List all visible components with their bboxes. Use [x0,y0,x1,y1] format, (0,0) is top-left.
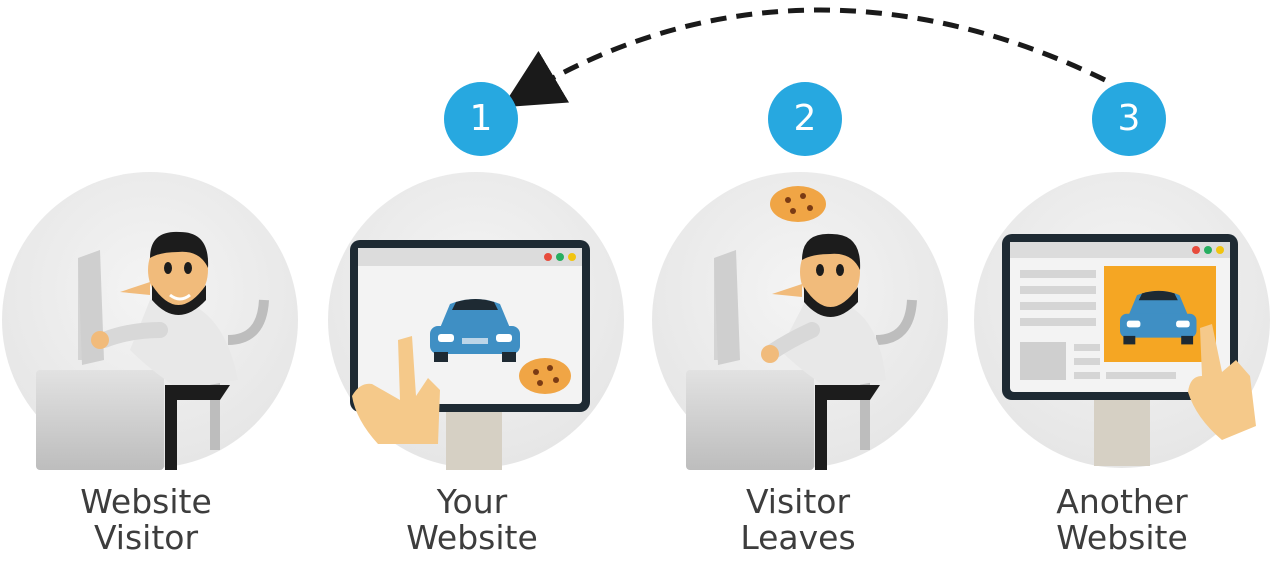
caption-line: Your [436,482,508,521]
step-2-badge: 2 [768,82,842,156]
caption-line: Visitor [745,482,851,521]
visitor-leaves-illustration [652,172,948,470]
another-website-caption: Another Website [992,484,1252,556]
caption-line: Another [1056,482,1188,521]
your-website-illustration [328,172,624,470]
caption-line: Visitor [93,518,199,557]
website-visitor-caption: Website Visitor [16,484,276,556]
return-arrow [502,7,1107,108]
another-website-illustration [974,172,1270,468]
your-website-caption: Your Website [342,484,602,556]
visitor-leaves-caption: Visitor Leaves [668,484,928,556]
caption-line: Leaves [740,518,856,557]
website-visitor-illustration [2,172,298,470]
step-1-badge: 1 [444,82,518,156]
step-3-badge: 3 [1092,82,1166,156]
caption-line: Website [406,518,538,557]
caption-line: Website [80,482,212,521]
caption-line: Website [1056,518,1188,557]
